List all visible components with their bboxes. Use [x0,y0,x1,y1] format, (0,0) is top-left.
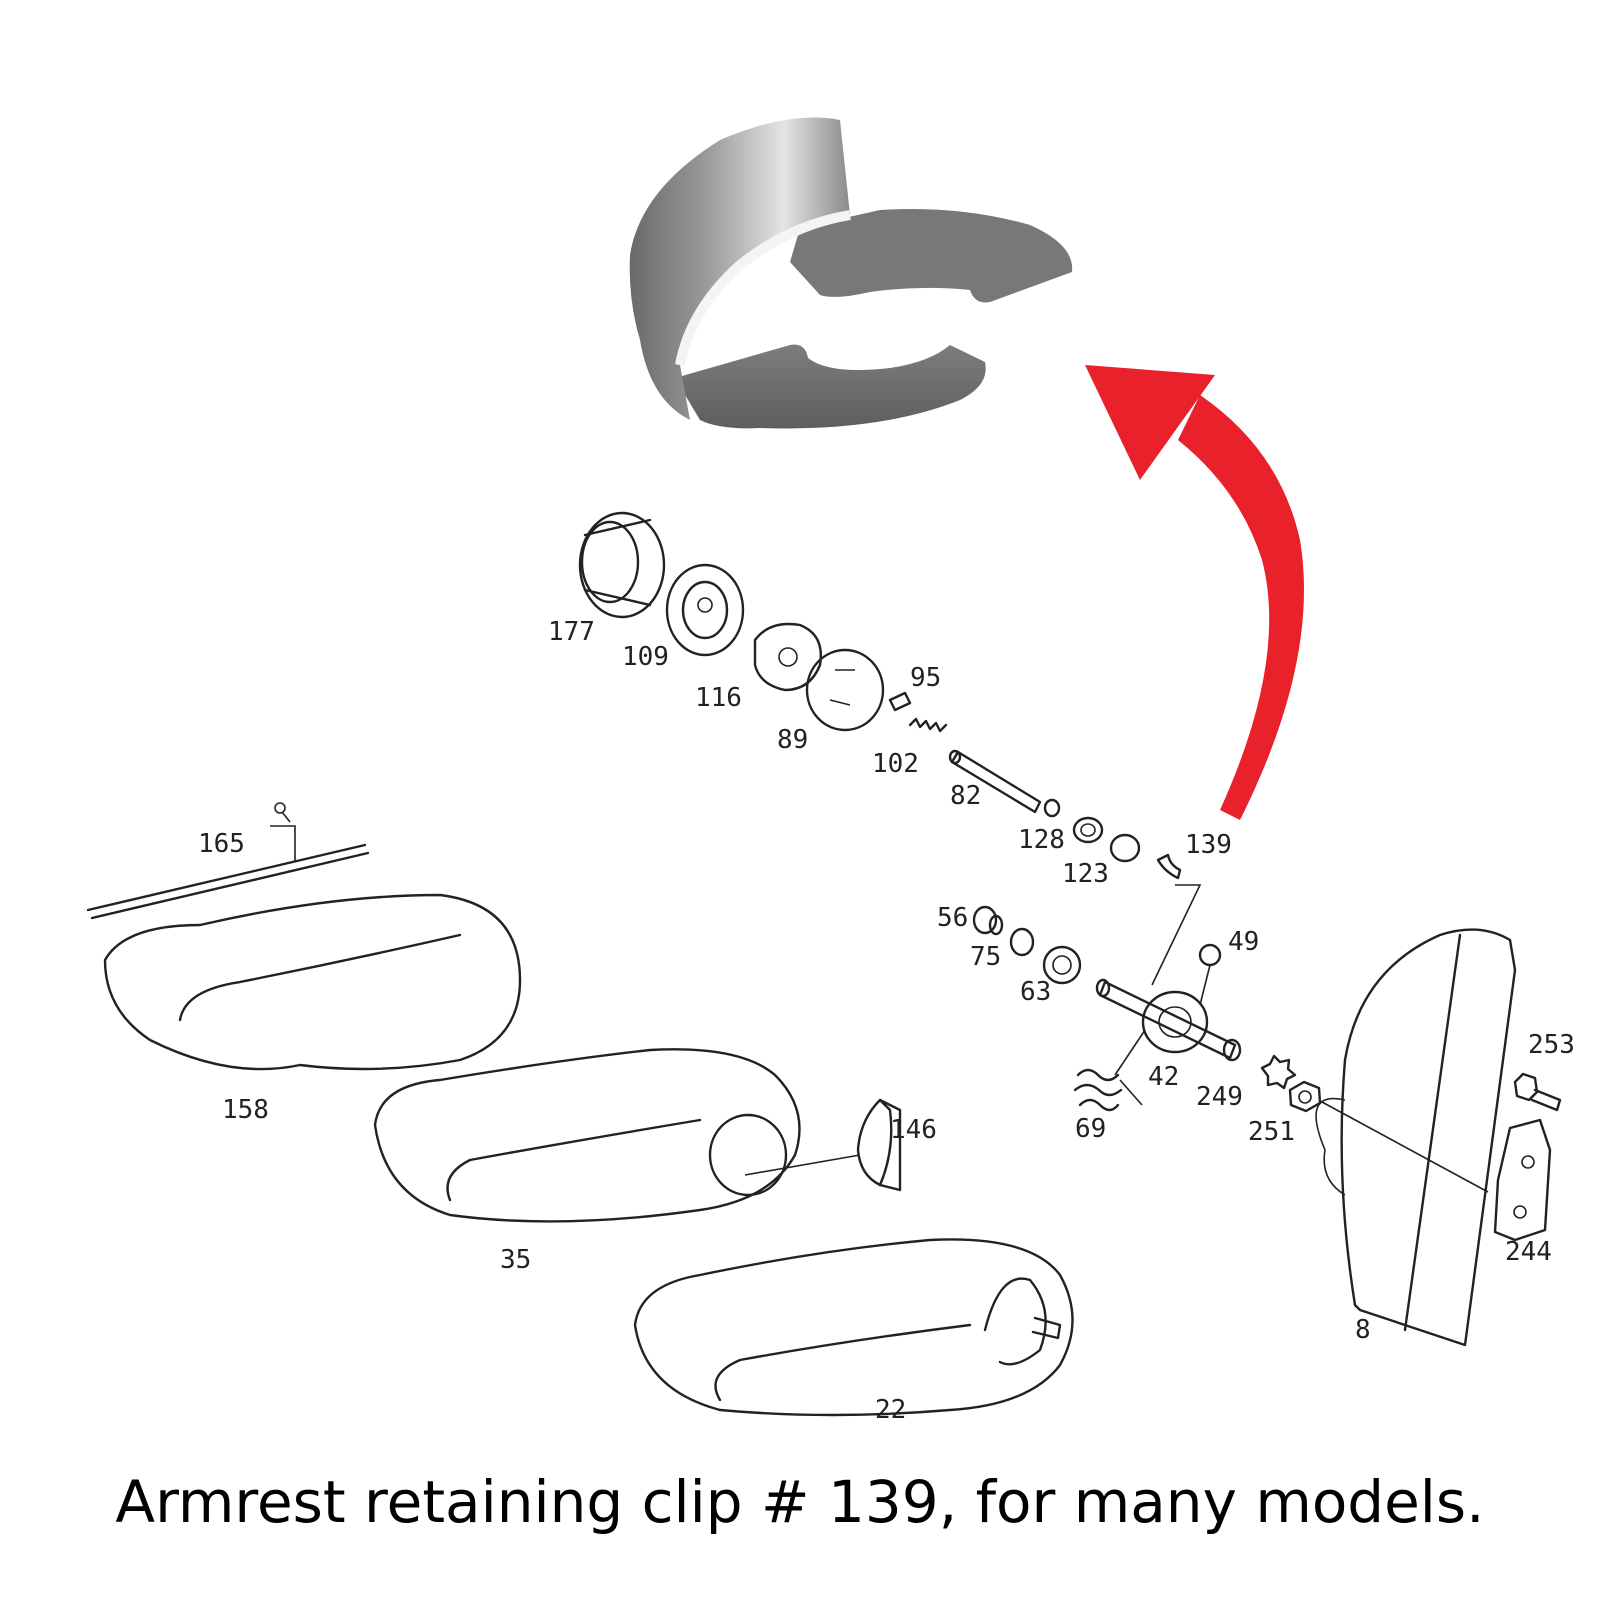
label-249: 249 [1196,1082,1243,1112]
retaining-clip-enlarged [629,117,1073,429]
label-165: 165 [198,829,245,859]
label-22: 22 [875,1395,906,1425]
label-128: 128 [1018,825,1065,855]
part-49 [1198,943,1222,967]
label-69: 69 [1075,1114,1106,1144]
part-244 [1493,1118,1552,1242]
label-251: 251 [1248,1117,1295,1147]
part-102 [908,717,948,733]
part-116 [753,622,822,692]
part-95 [888,691,912,712]
label-139: 139 [1185,830,1232,860]
part-249 [1260,1054,1297,1090]
label-82: 82 [950,781,981,811]
part-128 [1043,798,1061,818]
part-56 [972,905,1004,936]
part-253 [1513,1072,1562,1112]
part-42 [1095,978,1242,1076]
part-165 [86,802,370,920]
label-244: 244 [1505,1237,1552,1267]
part-8 [1315,928,1517,1347]
label-177: 177 [548,617,595,647]
part-89 [805,648,885,732]
part-82 [948,749,1042,814]
part-109 [665,563,745,657]
label-102: 102 [872,749,919,779]
label-109: 109 [622,642,669,672]
label-89: 89 [777,725,808,755]
label-146: 146 [890,1115,937,1145]
label-75: 75 [970,942,1001,972]
part-35 [373,1048,861,1223]
label-35: 35 [500,1245,531,1275]
part-158 [103,893,522,1071]
part-22 [633,1238,1074,1417]
label-95: 95 [910,663,941,693]
part-251 [1288,1080,1322,1113]
label-49: 49 [1228,927,1259,957]
part-69 [1073,1068,1143,1112]
part-139 [1156,853,1182,880]
label-253: 253 [1528,1030,1575,1060]
part-123 [1072,816,1104,844]
part-number-labels: 177 109 116 89 95 102 82 128 123 139 56 … [198,617,1575,1425]
label-56: 56 [937,903,968,933]
mechanism-parts [578,511,1562,1347]
pointer-arrow [1085,365,1304,820]
label-123: 123 [1062,859,1109,889]
part-63 [1042,945,1082,985]
label-63: 63 [1020,977,1051,1007]
label-158: 158 [222,1095,269,1125]
label-8: 8 [1355,1315,1371,1345]
caption: Armrest retaining clip # 139, for many m… [115,1468,1485,1536]
part-146 [856,1098,902,1192]
label-42: 42 [1148,1062,1179,1092]
label-116: 116 [695,683,742,713]
part-75 [1009,927,1035,957]
armrest-pads [86,802,1074,1417]
part-177 [578,511,666,619]
